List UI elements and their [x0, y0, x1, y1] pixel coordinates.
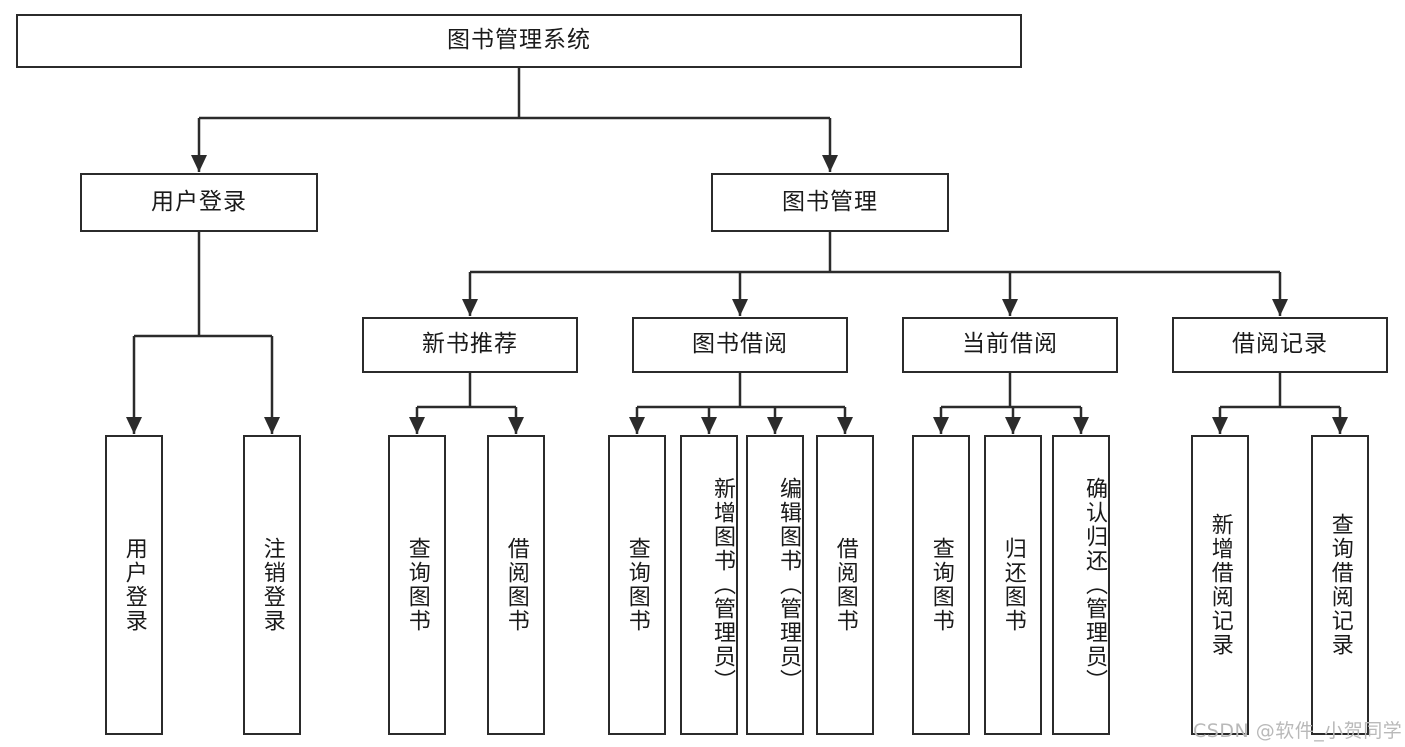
node-leaf-11[interactable]: 新增借阅记录 [1191, 435, 1249, 735]
node-leaf-3[interactable]: 借阅图书 [487, 435, 545, 735]
node-root-system[interactable]: 图书管理系统 [16, 14, 1022, 68]
node-label: 图书管理系统 [447, 27, 591, 54]
node-label: 新增借阅记录 [1207, 513, 1233, 657]
node-label: 新增图书（管理员） [710, 477, 735, 693]
node-label: 查询图书 [928, 537, 954, 633]
node-label: 查询图书 [624, 537, 650, 633]
node-leaf-5[interactable]: 新增图书（管理员） [680, 435, 738, 735]
node-leaf-2[interactable]: 查询图书 [388, 435, 446, 735]
node-label: 图书管理 [782, 188, 878, 215]
node-label: 借阅图书 [503, 537, 529, 633]
node-leaf-7[interactable]: 借阅图书 [816, 435, 874, 735]
node-level3-3[interactable]: 借阅记录 [1172, 317, 1388, 373]
node-label: 查询图书 [404, 537, 430, 633]
node-label: 编辑图书（管理员） [776, 477, 801, 693]
node-label: 查询借阅记录 [1327, 513, 1353, 657]
node-label: 确认归还（管理员） [1082, 477, 1107, 693]
node-label: 当前借阅 [962, 331, 1058, 358]
node-label: 用户登录 [151, 188, 247, 215]
node-leaf-1[interactable]: 注销登录 [243, 435, 301, 735]
node-label: 注销登录 [259, 537, 285, 633]
node-label: 新书推荐 [422, 331, 518, 358]
node-label: 借阅记录 [1232, 331, 1328, 358]
node-label: 借阅图书 [832, 537, 858, 633]
node-leaf-8[interactable]: 查询图书 [912, 435, 970, 735]
node-leaf-6[interactable]: 编辑图书（管理员） [746, 435, 804, 735]
node-level2-0[interactable]: 用户登录 [80, 173, 318, 232]
csdn-watermark: CSDN @软件_小贺同学 [1193, 720, 1403, 742]
node-leaf-0[interactable]: 用户登录 [105, 435, 163, 735]
node-label: 归还图书 [1000, 537, 1026, 633]
node-label: 图书借阅 [692, 331, 788, 358]
node-level3-2[interactable]: 当前借阅 [902, 317, 1118, 373]
node-leaf-4[interactable]: 查询图书 [608, 435, 666, 735]
node-leaf-10[interactable]: 确认归还（管理员） [1052, 435, 1110, 735]
node-level3-0[interactable]: 新书推荐 [362, 317, 578, 373]
node-leaf-9[interactable]: 归还图书 [984, 435, 1042, 735]
node-leaf-12[interactable]: 查询借阅记录 [1311, 435, 1369, 735]
node-level2-1[interactable]: 图书管理 [711, 173, 949, 232]
node-label: 用户登录 [121, 537, 147, 633]
node-level3-1[interactable]: 图书借阅 [632, 317, 848, 373]
